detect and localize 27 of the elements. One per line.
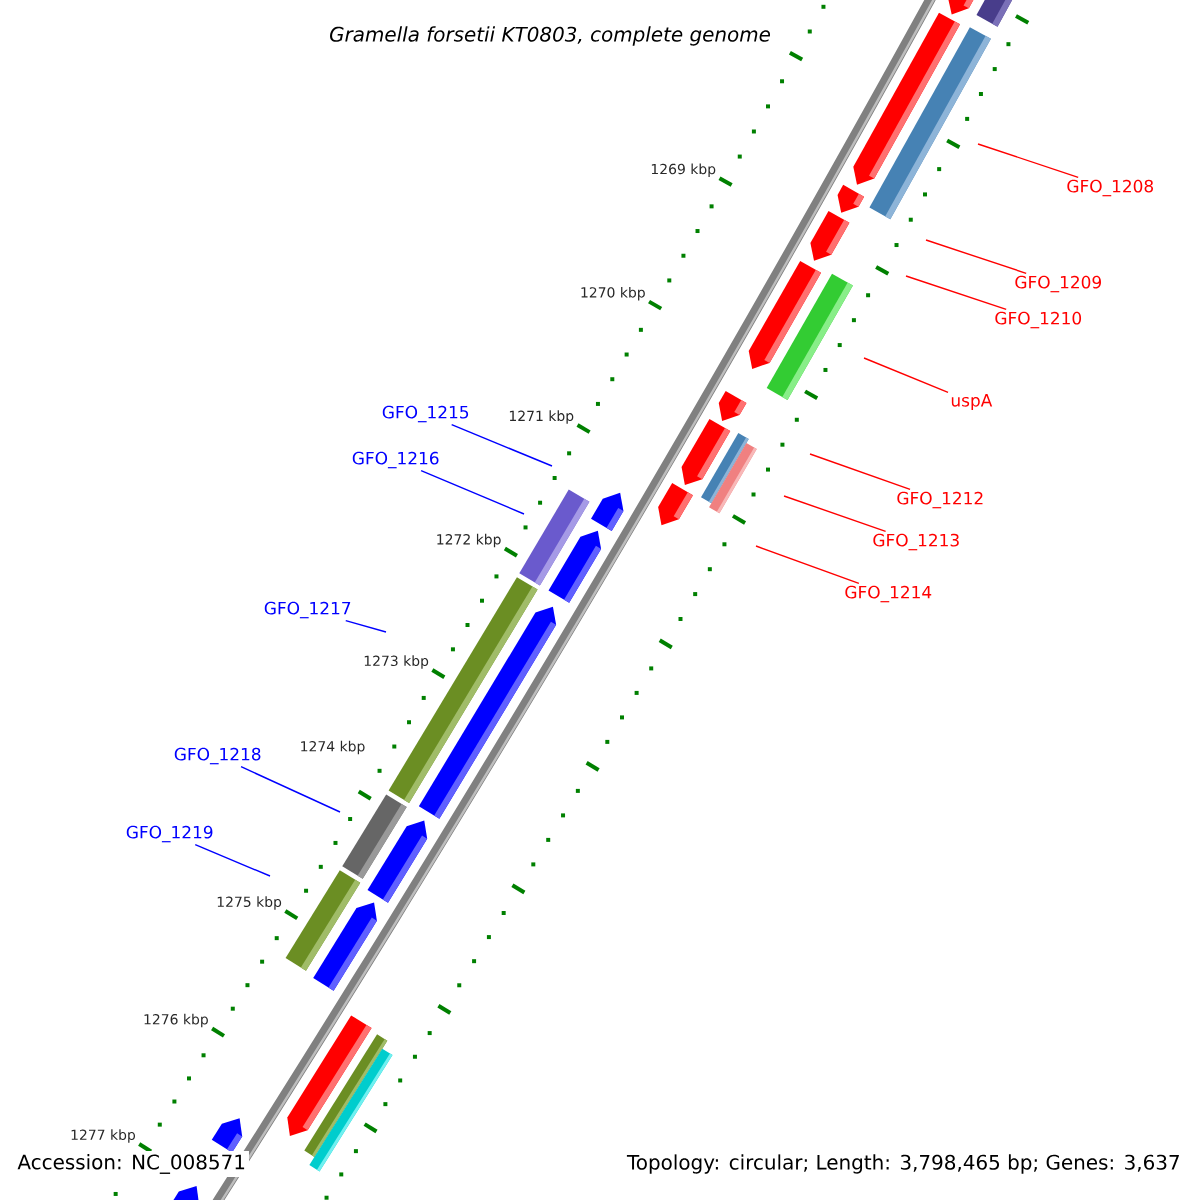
gene-label: GFO_1210 <box>995 311 1082 329</box>
leader-line <box>345 619 387 633</box>
gene-label: GFO_1213 <box>873 533 959 551</box>
leader-line <box>194 844 271 877</box>
leader-line <box>783 495 887 533</box>
title: Gramella forsetii KT0803, complete genome <box>323 20 777 52</box>
gene-label: uspA <box>951 394 993 410</box>
gene-label: GFO_1218 <box>174 747 261 765</box>
leader-line <box>925 239 1027 274</box>
leader-line <box>240 765 341 813</box>
genome-info-label: Topology: circular; Length: 3,798,465 bp; Genes: 3,637 <box>623 1151 1184 1177</box>
leader-line <box>450 424 553 467</box>
gene-label: GFO_1216 <box>352 451 439 469</box>
leader-line <box>809 453 911 490</box>
leader-line <box>420 470 525 515</box>
gene-label: GFO_1219 <box>126 825 213 843</box>
gene-label: GFO_1217 <box>264 601 351 619</box>
accession-label: Accession: NC_008571 <box>14 1151 249 1177</box>
gene-label: GFO_1215 <box>382 405 469 423</box>
gene-label: GFO_1212 <box>897 491 983 509</box>
leader-line <box>905 275 1007 310</box>
leader-line <box>755 545 860 585</box>
gene-label: GFO_1209 <box>1015 275 1101 293</box>
leader-line <box>977 143 1079 178</box>
gene-label: GFO_1208 <box>1067 179 1153 197</box>
gene-label: GFO_1214 <box>845 585 932 603</box>
leader-line <box>863 357 949 394</box>
